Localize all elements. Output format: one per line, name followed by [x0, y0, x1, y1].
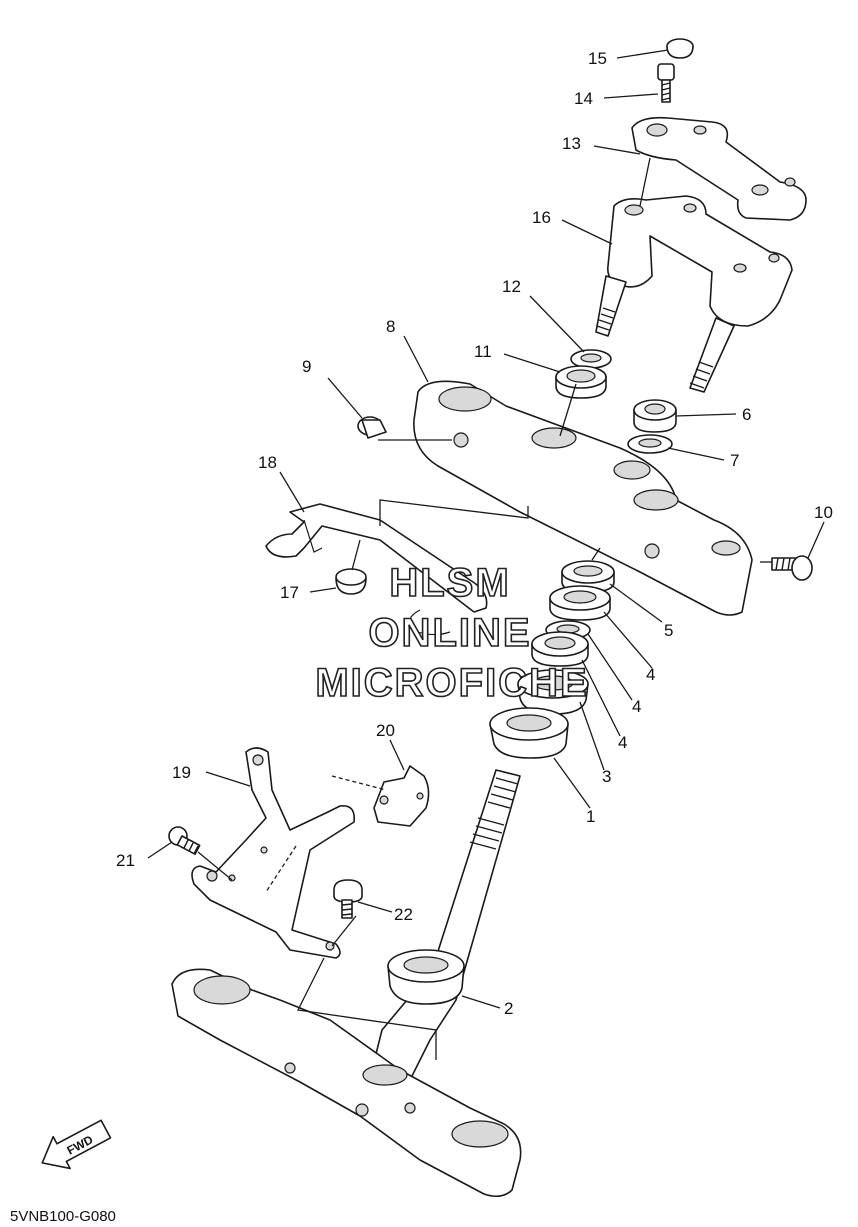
- part-19-cable-guide: [265, 503, 488, 636]
- callout-18: 17: [280, 583, 299, 602]
- callout-2: 2: [504, 999, 513, 1018]
- part-1-bearing: [489, 707, 569, 759]
- footer-code: 5VNB100-G080: [10, 1208, 116, 1225]
- reference-lines: [197, 157, 772, 1060]
- callout-22: 21: [116, 851, 135, 870]
- callout-23: 22: [394, 905, 413, 924]
- callout-21: 20: [376, 721, 395, 740]
- part-4-washer-upper: [549, 585, 611, 621]
- part-20-bracket: [191, 747, 356, 959]
- part-16-cap: [666, 38, 694, 59]
- callout-14: 13: [562, 134, 581, 153]
- fwd-arrow: FWD: [41, 1119, 112, 1170]
- callout-1: 1: [586, 807, 595, 826]
- part-9-upper-bracket: [413, 380, 753, 616]
- callout-20: 19: [172, 763, 191, 782]
- callout-6: 5: [664, 621, 673, 640]
- callout-11: 10: [814, 503, 833, 522]
- callout-3: 3: [602, 767, 611, 786]
- part-15-bolt: [657, 63, 675, 103]
- callout-17: 16: [532, 208, 551, 227]
- watermark-line-2: ONLINE: [368, 611, 531, 655]
- callout-labels: 15 14 13 16 12 11 8 9 6 7 10 18 17 5 4 4…: [116, 49, 833, 1018]
- part-22-bolt: [168, 826, 201, 856]
- callout-4-upper: 4: [646, 665, 655, 684]
- part-8-washer: [627, 434, 673, 454]
- part-4-washer-lower: [531, 631, 589, 667]
- part-7-nut: [633, 399, 677, 433]
- part-17-lower-holder: [595, 195, 793, 393]
- watermark-line-3: MICROFICHE: [315, 661, 588, 705]
- part-23-bolt: [333, 879, 363, 919]
- callout-leaders: [147, 49, 825, 1009]
- watermark-line-1: HLSM: [389, 561, 510, 605]
- callout-10: 9: [302, 357, 311, 376]
- steering-stem-lower-bracket: [171, 769, 522, 1198]
- callout-9: 8: [386, 317, 395, 336]
- callout-13: 12: [502, 277, 521, 296]
- callout-8: 7: [730, 451, 739, 470]
- callout-7: 6: [742, 405, 751, 424]
- callout-15: 14: [574, 89, 593, 108]
- part-12-washer: [555, 365, 607, 399]
- callout-5: 4: [632, 697, 641, 716]
- part-2-bearing: [387, 949, 465, 1005]
- callout-19: 18: [258, 453, 277, 472]
- part-21-bracket: [373, 765, 430, 827]
- part-10-cap: [357, 416, 387, 439]
- callout-4-lower: 4: [618, 733, 627, 752]
- part-13-washer: [570, 349, 612, 369]
- part-11-bolt: [771, 555, 813, 581]
- part-14-upper-holder: [631, 116, 807, 221]
- watermark: HLSM ONLINE MICROFICHE: [315, 560, 588, 706]
- part-18-nut: [335, 568, 367, 595]
- callout-16: 15: [588, 49, 607, 68]
- callout-12: 11: [474, 342, 492, 361]
